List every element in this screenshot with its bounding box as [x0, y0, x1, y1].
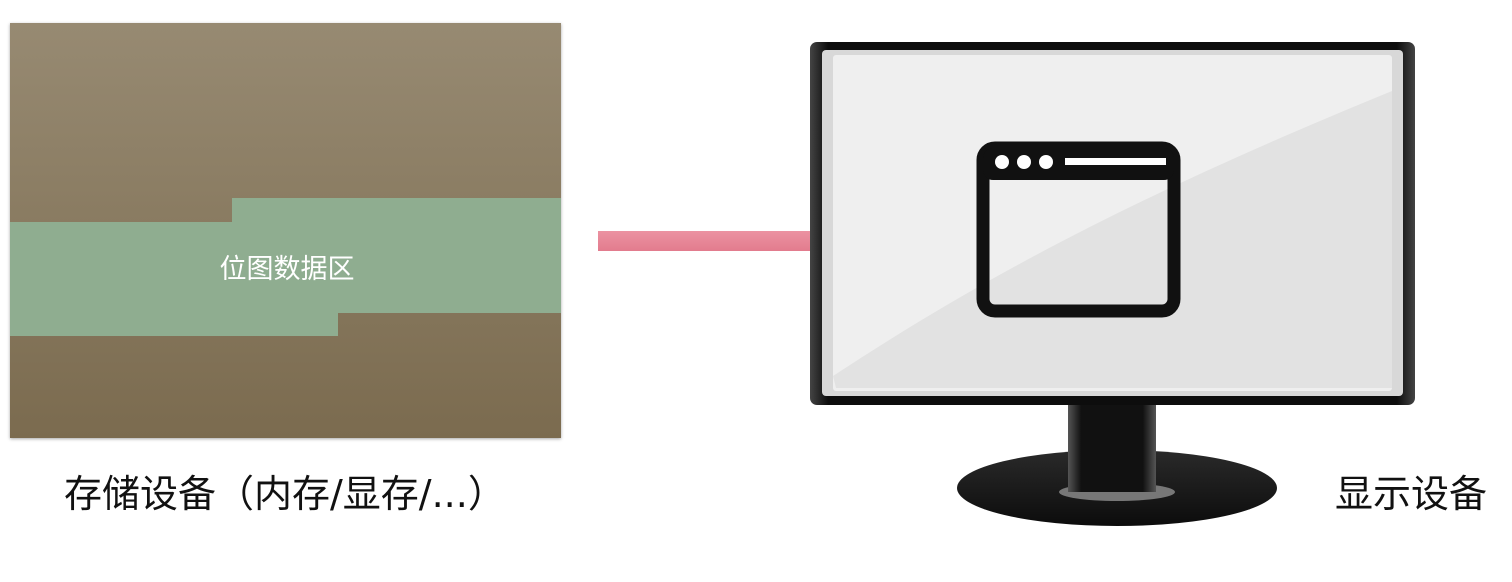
monitor-icon: [810, 42, 1415, 526]
bitmap-data-region-label: 位图数据区: [219, 254, 355, 285]
display-device-caption: 显示设备: [1335, 472, 1488, 516]
arrow-right-icon: [598, 219, 921, 263]
storage-device-caption: 存储设备（内存/显存/...）: [64, 472, 506, 516]
browser-window-icon: [976, 141, 1181, 318]
storage-device-block: 位图数据区: [10, 23, 561, 438]
bitmap-data-region: [10, 198, 561, 336]
